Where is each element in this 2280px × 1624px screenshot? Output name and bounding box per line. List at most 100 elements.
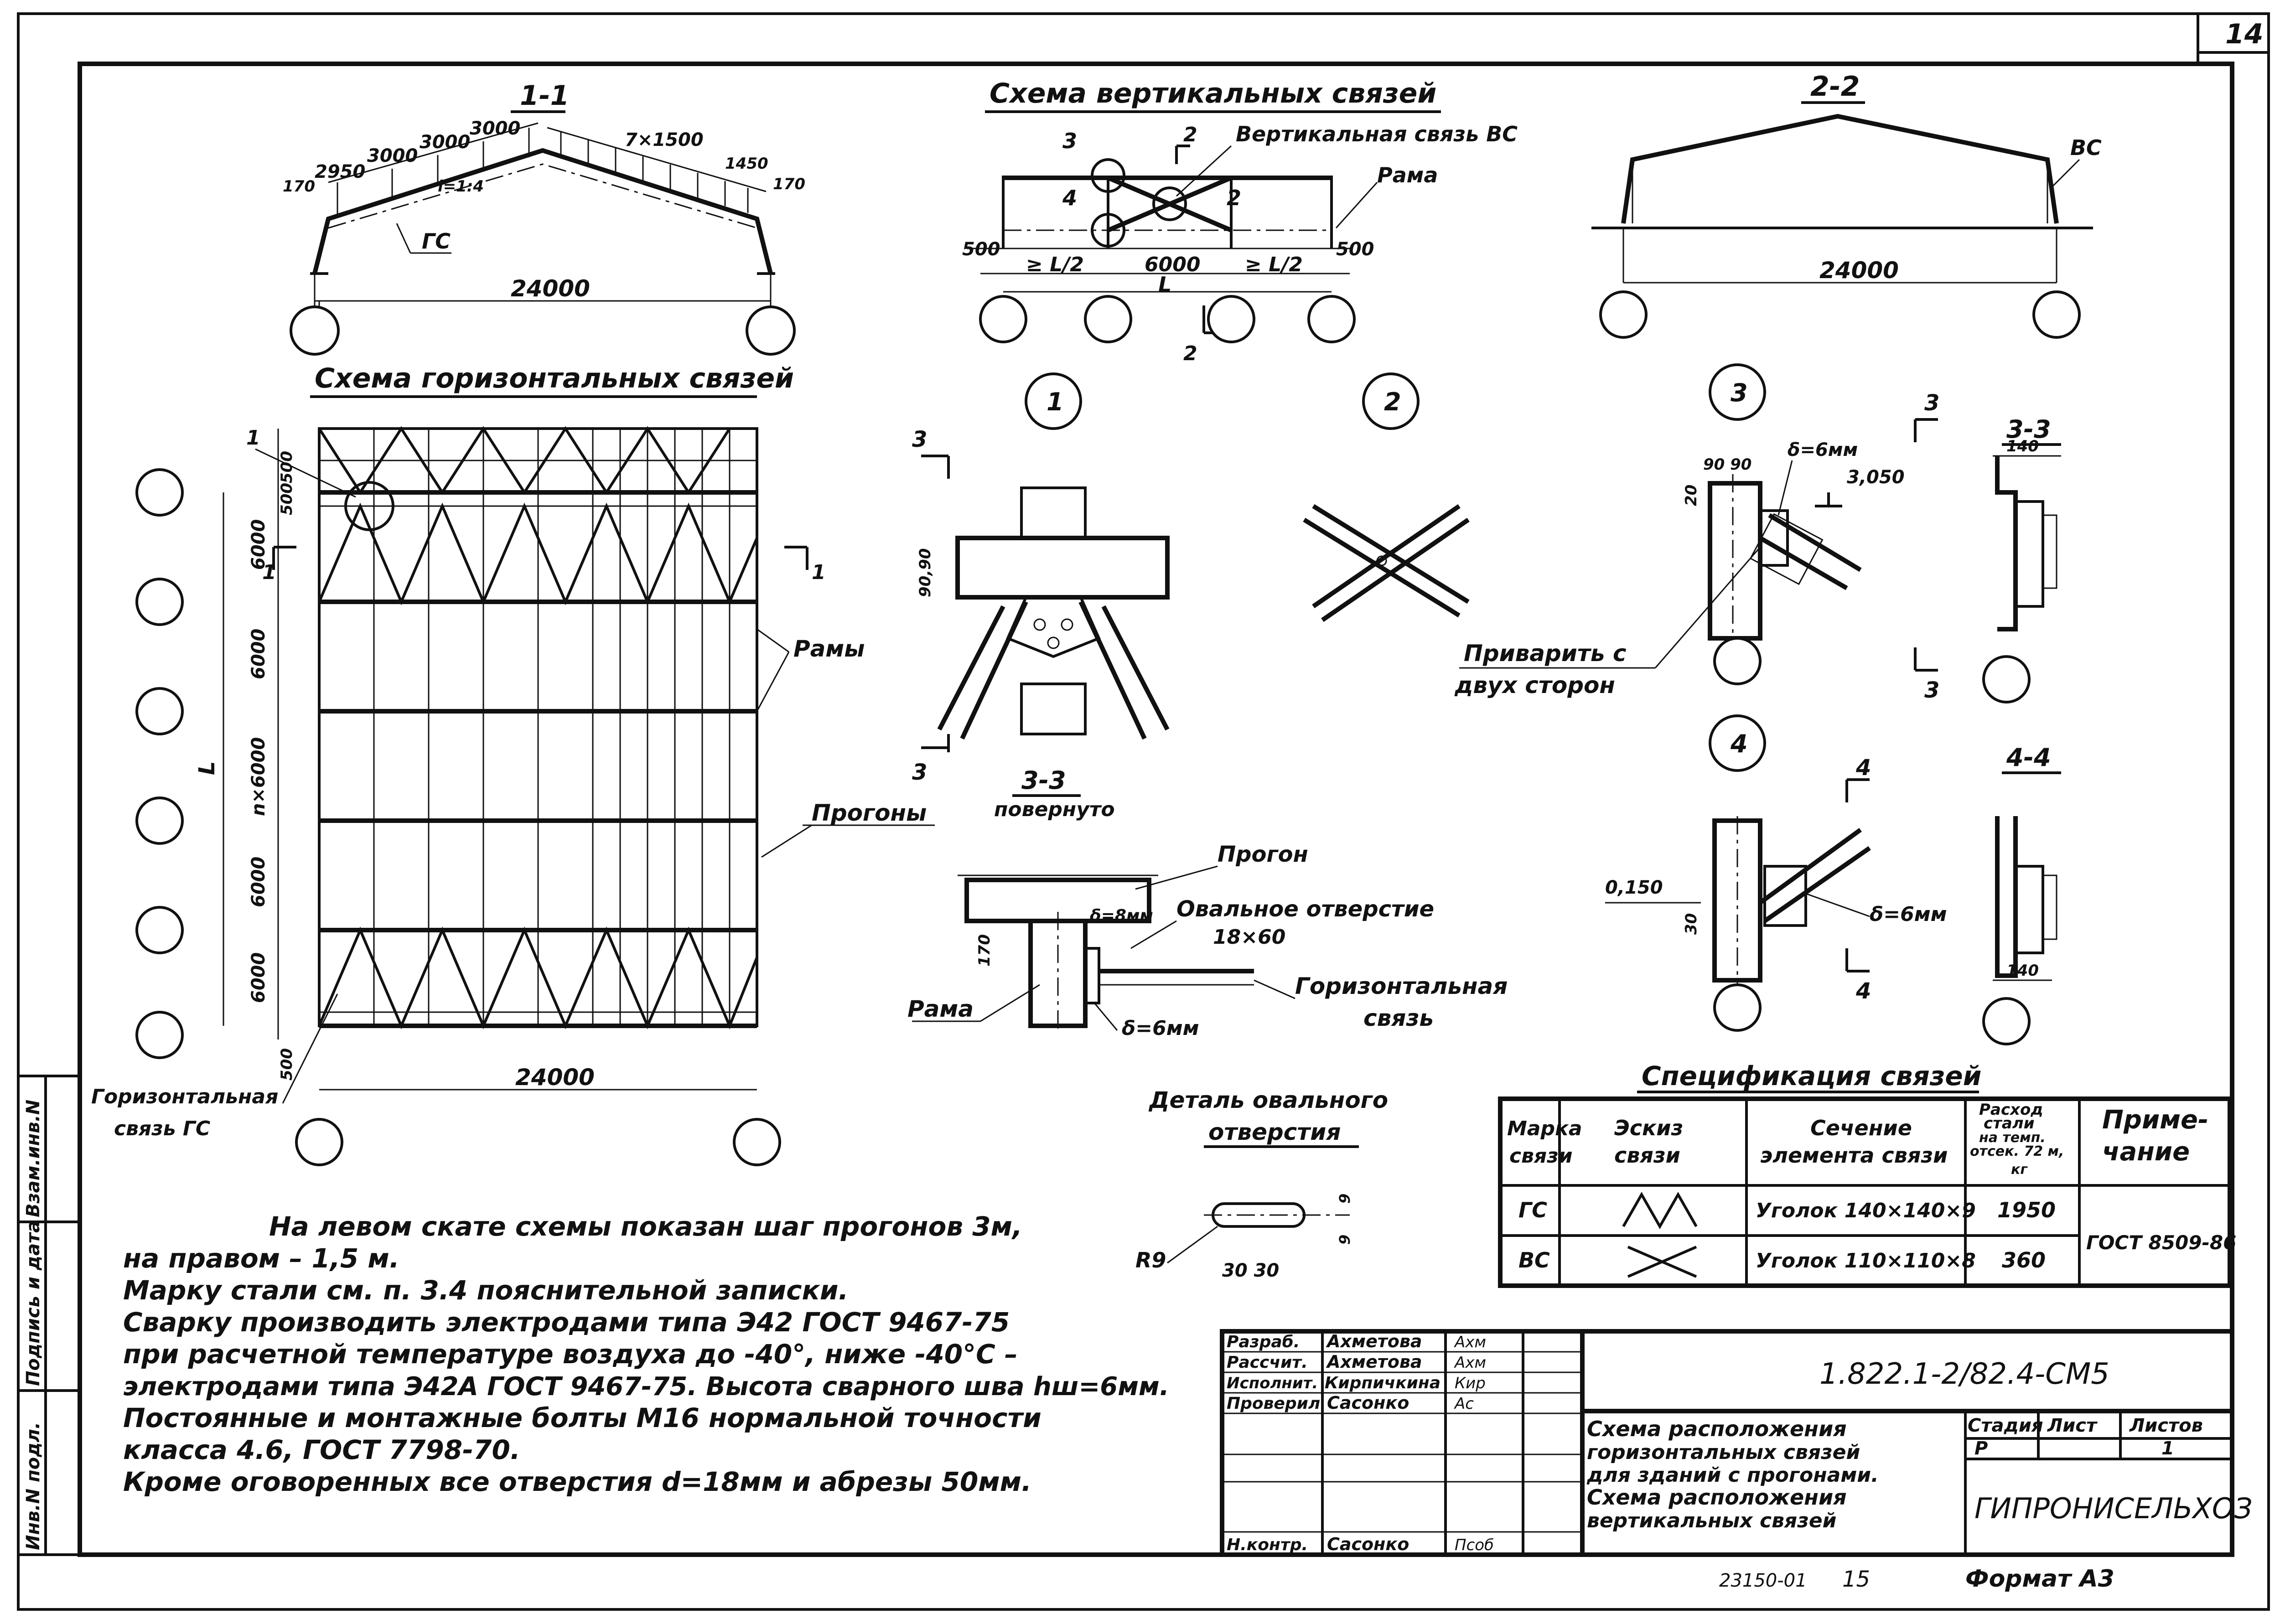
dim-24000-3: 24000 (515, 1064, 595, 1091)
tb-sign-1: Ахм (1454, 1333, 1486, 1351)
spec-row-vs-mass: 360 (2002, 1248, 2046, 1272)
dim-3000-a: 3000 (367, 145, 418, 166)
tb-role-2: Рассчит. (1227, 1353, 1308, 1372)
dim-2950: 2950 (315, 161, 365, 182)
dim-hn6000: n×6000 (248, 737, 269, 816)
tb-sign-5: Псоб (1455, 1536, 1494, 1554)
dim-140-a: 140 (2006, 437, 2039, 455)
label-horizontal-brace-2: связь (1363, 1005, 1434, 1031)
note-line-6: электродами типа Э42А ГОСТ 9467-75. Высо… (123, 1372, 1169, 1402)
spec-header-mass-4: отсек. 72 м, (1970, 1143, 2064, 1159)
side-stamp-replace: Взам.инв.N (23, 1100, 44, 1217)
note-line-3: Марку стали см. п. 3.4 пояснительной зап… (123, 1275, 849, 1306)
label-oval-hole: Овальное отверстие (1176, 896, 1434, 922)
dim-6000: 6000 (1145, 253, 1200, 276)
node-label-4: 4 (1730, 729, 1748, 758)
dim-3000-b: 3000 (420, 132, 470, 153)
spec-row-gs-mass: 1950 (1997, 1198, 2056, 1222)
dim-9-a: 9 (1336, 1194, 1353, 1204)
section-mark-3-bottom: 3 (912, 760, 927, 785)
callout-1: 1 (246, 426, 260, 450)
dim-h500-c: 500 (278, 1048, 296, 1081)
section-mark-2-top: 2 (1183, 123, 1197, 146)
spec-header-note-2: чание (2102, 1137, 2190, 1167)
label-gs: ГС (422, 229, 451, 253)
spec-title: Спецификация связей (1642, 1060, 1981, 1091)
note-line-5: при расчетной температуре воздуха до -40… (123, 1339, 1018, 1370)
section-4-4: 4-4 140 (1982, 743, 2061, 1045)
page-number: 15 (1842, 1567, 1870, 1592)
elev-3050: 3,050 (1847, 467, 1905, 488)
dim-h6000-b: 6000 (248, 629, 269, 679)
spec-row-vs-section: Уголок 110×110×8 (1756, 1249, 1976, 1272)
dim-L: L (1158, 272, 1171, 297)
dim-h6000-a: 6000 (248, 519, 269, 570)
spec-header-note-1: Приме- (2102, 1105, 2208, 1135)
tb-sheet-header: Лист (2047, 1415, 2098, 1436)
section-mark-4-top: 4 (1855, 755, 1871, 781)
purlin-connection-detail: Прогон δ=8мм Овальное отверстие 18×60 17… (907, 842, 1508, 1040)
section-4-4-title: 4-4 (2006, 743, 2051, 772)
note-line-8: класса 4.6, ГОСТ 7798-70. (123, 1434, 520, 1465)
dim-9-b: 9 (1336, 1235, 1353, 1245)
spec-header-mass-5: кг (2011, 1162, 2028, 1178)
dim-h500-a: 500 (278, 451, 296, 483)
title-block: Разраб. Ахметова Ахм Рассчит. Ахметова А… (1220, 1329, 2252, 1593)
spec-header-mark-2: связи (1509, 1144, 1573, 1168)
section-2-2-title: 2-2 (1810, 71, 1860, 103)
dim-30: 30 (1682, 913, 1700, 935)
section-mark-1-left: 1 (262, 561, 276, 584)
label-rama: Рама (1377, 163, 1438, 187)
sketch-vs-b (1627, 1246, 1697, 1278)
tb-name-2: Ахметова (1326, 1352, 1422, 1372)
section-1-1: 1-1 24000 170 2950 3000 (283, 80, 805, 356)
dim-20: 20 (1682, 485, 1700, 506)
tb-role-3: Исполнит. (1227, 1374, 1318, 1392)
spec-header-section-2: элемента связи (1760, 1143, 1948, 1168)
horizontal-bracing-scheme: Схема горизонтальных связей (91, 362, 935, 1166)
tb-name-4: Сасонко (1327, 1393, 1409, 1413)
dim-1450: 1450 (725, 155, 768, 173)
title-line-5: вертикальных связей (1587, 1509, 1836, 1532)
side-stamp-sign: Подпись и дата (23, 1221, 44, 1386)
section-mark-4-bottom: 4 (1855, 978, 1871, 1004)
dim-l2-b: ≥ L/2 (1245, 253, 1303, 276)
spec-header-mark-1: Марка (1507, 1117, 1582, 1140)
vertical-bracing-scheme: Схема вертикальных связей 500 ≥ L/2 6000… (962, 78, 1518, 365)
section-mark-2-bottom: 2 (1183, 342, 1197, 365)
node-label-3: 3 (1731, 378, 1748, 407)
label-delta-6-b: δ=6мм (1870, 903, 1947, 926)
node-2-detail: 2 (1303, 372, 1470, 622)
dim-500-b: 500 (1336, 239, 1374, 260)
node-label-1: 1 (1047, 388, 1064, 416)
label-vs: ВС (2070, 135, 2102, 160)
tb-stage-value: Р (1974, 1438, 1988, 1459)
section-mark-3-d: 3 (1924, 678, 1939, 703)
label-ramy: Рамы (793, 636, 865, 662)
spec-header-mass-1: Расход (1979, 1101, 2043, 1119)
general-notes: На левом скате схемы показан шаг прогоно… (123, 1211, 1169, 1497)
dim-hL: L (194, 761, 220, 775)
dim-r9: R9 (1135, 1248, 1166, 1272)
spec-header-sketch-2: связи (1614, 1143, 1680, 1168)
note-line-2: на правом – 1,5 м. (123, 1243, 399, 1274)
tb-sheets-header: Листов (2129, 1415, 2203, 1436)
label-delta-6-c: δ=6мм (1122, 1017, 1199, 1040)
tb-role-5: Н.контр. (1227, 1536, 1308, 1554)
label-progon: Прогон (1218, 842, 1308, 867)
spec-row-gs-mark: ГС (1518, 1198, 1547, 1222)
weld-note-1: Приварить с (1464, 640, 1627, 667)
tb-sign-2: Ахм (1454, 1354, 1486, 1372)
note-line-1: На левом скате схемы показан шаг прогоно… (269, 1211, 1022, 1242)
section-mark-1-right: 1 (812, 561, 826, 584)
dim-170-b: 170 (773, 175, 805, 193)
label-progony: Прогоны (812, 800, 927, 826)
title-line-3: для зданий с прогонами. (1586, 1464, 1879, 1487)
label-delta-8: δ=8мм (1090, 906, 1153, 925)
slope-label: i=1:4 (438, 177, 484, 196)
archive-number: 23150-01 (1719, 1570, 1807, 1591)
tb-stage-header: Стадия (1968, 1415, 2043, 1436)
node-3-detail: 3 90 90 20 δ=6мм 3,050 Приварить с двух … (1454, 363, 1939, 703)
label-rama-2: Рама (907, 996, 974, 1022)
